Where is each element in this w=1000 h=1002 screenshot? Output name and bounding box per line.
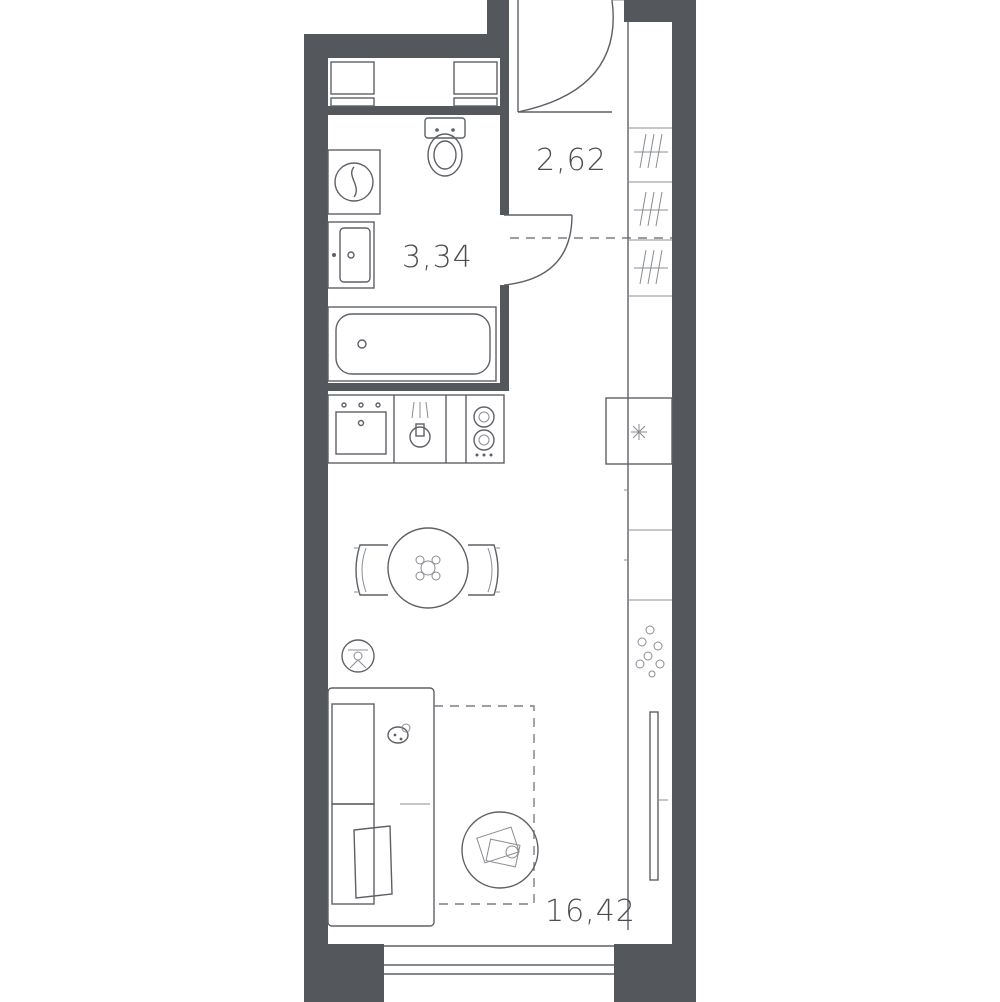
rug xyxy=(433,705,535,905)
window xyxy=(384,945,614,975)
wall-left xyxy=(304,34,328,1002)
wall-bathroom-bottom xyxy=(328,383,509,391)
sofa xyxy=(327,687,435,927)
coffee-table xyxy=(461,811,539,889)
sink-icon xyxy=(327,221,375,289)
wall-entry-stub xyxy=(487,0,509,58)
entry-door xyxy=(517,0,624,113)
wall-bottom-right xyxy=(614,944,696,1002)
vent-shaft-left xyxy=(330,61,375,107)
dining-set xyxy=(354,527,500,609)
plant-icon xyxy=(635,625,665,678)
stool-icon xyxy=(341,639,375,673)
wardrobe xyxy=(605,22,673,930)
kitchen-counter xyxy=(327,394,505,464)
bathroom-door xyxy=(503,214,573,286)
walls xyxy=(304,0,696,1002)
flower-vase-icon xyxy=(415,555,441,581)
toilet-icon xyxy=(424,117,466,177)
snowflake-icon xyxy=(631,424,647,440)
tv-icon xyxy=(649,711,659,881)
cat-icon xyxy=(387,723,411,744)
wall-top-right xyxy=(624,0,696,22)
vent-shaft-right xyxy=(453,61,498,107)
cooktop-icon xyxy=(473,406,495,457)
bathtub-icon xyxy=(327,306,497,382)
wall-bottom-left xyxy=(304,944,384,1002)
refrigerator-icon xyxy=(605,397,673,465)
living-area-label: 16,42 xyxy=(545,894,636,929)
wall-top-bathroom xyxy=(304,34,509,58)
washing-machine-icon xyxy=(327,149,381,215)
hall-area-label: 2,62 xyxy=(536,143,607,178)
wall-bathroom-partition-upper xyxy=(500,58,509,215)
wall-right xyxy=(672,22,696,1002)
wall-bathroom-partition-lower xyxy=(500,285,509,385)
faucet-icon xyxy=(409,401,431,448)
kitchen-sink-icon xyxy=(335,402,387,455)
wall-shaft xyxy=(328,106,500,115)
bathroom-area-label: 3,34 xyxy=(402,240,473,275)
